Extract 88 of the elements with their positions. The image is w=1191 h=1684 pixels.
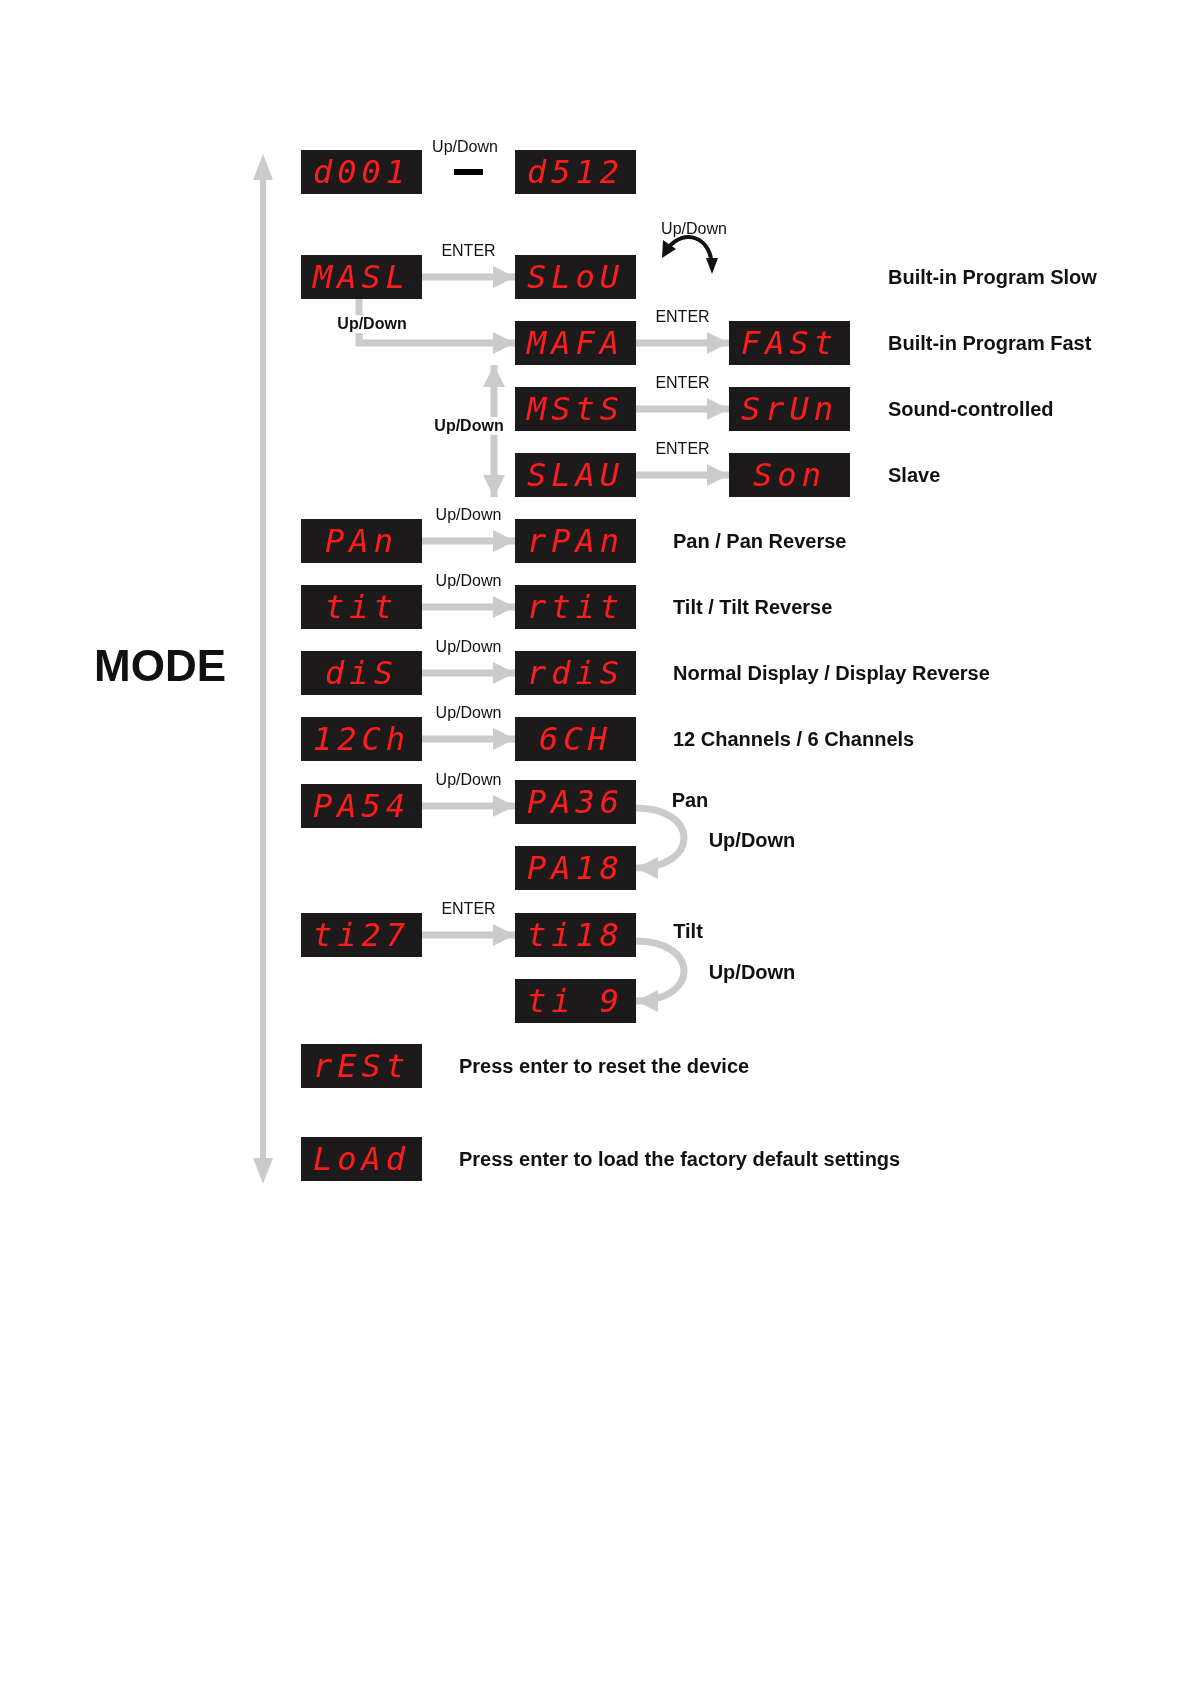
description-text: Normal Display / Display Reverse [673,661,990,685]
arrow [422,662,515,684]
label-text: Pan [671,788,709,812]
display-readout: 6CH [539,723,612,755]
arrow [355,299,515,354]
display-readout: diS [325,657,398,689]
description-text: Tilt / Tilt Reverse [673,595,833,619]
display-readout: rPAn [526,525,625,557]
display-readout: 12Ch [312,723,411,755]
display-readout: d512 [526,156,625,188]
display-readout: tit [325,591,398,623]
led-display [515,846,636,890]
display-readout: PAn [325,525,398,557]
led-display [301,913,422,957]
description-text: Slave [888,463,941,487]
display-readout: ti27 [312,919,411,951]
display-readout: FASt [740,327,839,359]
display-readout: PA54 [312,790,411,822]
display-readout: d001 [312,156,411,188]
led-display [729,387,850,431]
description-text: Built-in Program Fast [888,331,1092,355]
display-readout: ti 9 [526,985,625,1017]
edge-label: Up/Down [430,138,500,156]
display-readout: SLoU [526,261,625,293]
description-text: Pan / Pan Reverse [673,529,847,553]
description-text: Sound-controlled [888,397,1054,421]
label-text: Tilt [673,919,703,943]
arrow [636,332,729,354]
led-display [301,784,422,828]
led-display [301,585,422,629]
display-readout: MASL [312,261,411,293]
led-display [515,519,636,563]
led-display [515,255,636,299]
display-readout: MAFA [526,327,625,359]
display-readout: PA18 [526,852,625,884]
display-readout: SrUn [740,393,839,425]
display-readout: Son [753,459,826,491]
display-readout: SLAU [526,459,625,491]
edge-label: Up/Down [433,638,504,656]
display-readout: rESt [312,1050,411,1082]
arrow [422,266,515,288]
led-display [515,585,636,629]
display-readout: rdiS [526,657,625,689]
led-display [515,780,636,824]
led-display [729,321,850,365]
arrow [422,728,515,750]
led-display [301,519,422,563]
led-display [515,651,636,695]
led-display [301,150,422,194]
mode-title: MODE [94,641,226,691]
led-display [729,453,850,497]
led-display [515,979,636,1023]
arrow [422,924,515,946]
edge-label: Up/Down [433,771,504,789]
led-display [515,913,636,957]
description-text: Built-in Program Slow [888,265,1097,289]
led-display [515,453,636,497]
display-readout: MStS [526,393,625,425]
display-readout: rtit [526,591,625,623]
led-display [301,1137,422,1181]
display-readout: LoAd [312,1143,411,1175]
led-display [301,651,422,695]
led-display [515,387,636,431]
edge-label: Up/Down [335,315,409,333]
led-display [301,717,422,761]
led-display [515,717,636,761]
arrow [635,804,688,878]
arrow [635,937,688,1011]
connector-line [454,169,483,175]
edge-label: Up/Down [433,704,504,722]
description-text: 12 Channels / 6 Channels [673,727,915,751]
arrow [422,530,515,552]
display-readout: ti18 [526,919,625,951]
led-display [515,321,636,365]
edge-label: Up/Down [433,506,504,524]
arrow [422,795,515,817]
led-display [301,255,422,299]
arrow [422,596,515,618]
display-readout: PA36 [526,786,625,818]
description-text: Press enter to reset the device [459,1054,750,1078]
arrow [636,464,729,486]
edge-label: Up/Down [432,417,506,435]
description-text: Press enter to load the factory default settings [459,1147,901,1171]
label-text: Up/Down [661,220,727,238]
arrow [636,398,729,420]
edge-label: Up/Down [433,572,504,590]
led-display [301,1044,422,1088]
led-display [515,150,636,194]
